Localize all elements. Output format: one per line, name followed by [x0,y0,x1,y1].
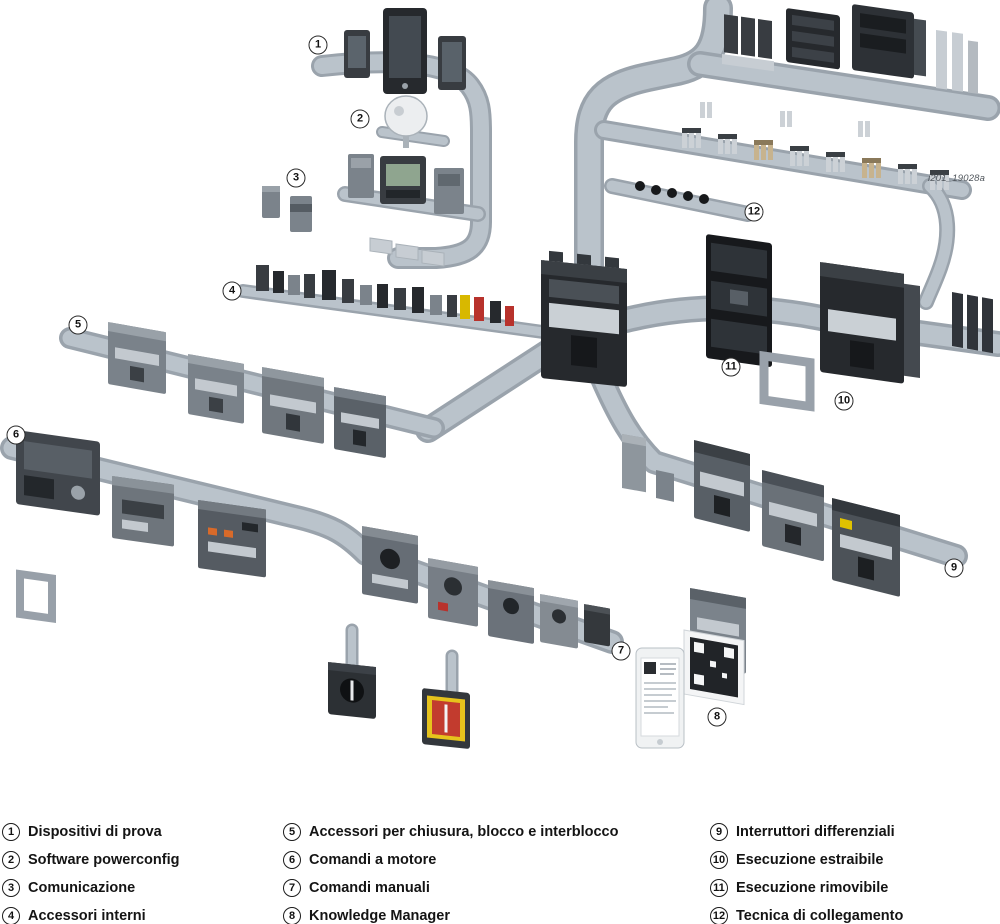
manual-operators [328,526,610,749]
communication-modules [262,154,464,267]
legend-item: 11 Esecuzione rimovibile [710,874,903,902]
legend-number-badge: 10 [710,851,728,869]
callout-8: 8 [707,707,727,727]
legend-item: 8 Knowledge Manager [283,902,618,924]
legend-number-badge: 12 [710,907,728,924]
image-code: i201_19028a [928,173,986,184]
callout-4: 4 [222,281,242,301]
legend-label: Accessori interni [28,908,146,924]
legend-item: 6 Comandi a motore [283,846,618,874]
right-end-terminals [952,292,993,354]
legend-number-badge: 6 [283,851,301,869]
legend-number-badge: 1 [2,823,20,841]
callout-3: 3 [286,168,306,188]
legend-number-badge: 7 [283,879,301,897]
legend: 1 Dispositivi di prova 2 Software powerc… [0,818,1000,924]
legend-label: Tecnica di collegamento [736,908,904,924]
legend-item: 3 Comunicazione [2,874,179,902]
residual-current-devices [622,434,900,597]
withdrawable-breaker [820,262,920,384]
callout-12: 12 [744,202,764,222]
callout-10: 10 [834,391,854,411]
legend-number-badge: 3 [2,879,20,897]
callout-7: 7 [611,641,631,661]
system-diagram [0,0,1000,749]
callout-9: 9 [944,558,964,578]
legend-number-badge: 8 [283,907,301,924]
legend-label: Comandi manuali [309,880,430,896]
motor-operators [16,430,266,624]
legend-number-badge: 2 [2,851,20,869]
legend-column-2: 5 Accessori per chiusura, blocco e inter… [283,818,618,924]
connection-blocks [722,4,978,94]
interlock-accessories [108,322,386,458]
legend-item: 5 Accessori per chiusura, blocco e inter… [283,818,618,846]
legend-label: Dispositivi di prova [28,824,162,840]
legend-label: Esecuzione estraibile [736,852,884,868]
legend-item: 9 Interruttori differenziali [710,818,903,846]
legend-number-badge: 11 [710,879,728,897]
legend-item: 1 Dispositivi di prova [2,818,179,846]
callout-6: 6 [6,425,26,445]
legend-column-3: 9 Interruttori differenziali 10 Esecuzio… [710,818,903,924]
legend-label: Interruttori differenziali [736,824,895,840]
powerconfig-device [384,95,428,148]
legend-item: 12 Tecnica di collegamento [710,902,903,924]
legend-number-badge: 5 [283,823,301,841]
legend-label: Knowledge Manager [309,908,450,924]
callout-1: 1 [308,35,328,55]
legend-label: Comandi a motore [309,852,437,868]
mounting-frame [759,350,815,412]
legend-label: Software powerconfig [28,852,180,868]
callout-2: 2 [350,109,370,129]
legend-label: Esecuzione rimovibile [736,880,889,896]
removable-breaker [706,234,772,367]
legend-column-1: 1 Dispositivi di prova 2 Software powerc… [2,818,179,924]
internal-accessories [256,265,514,326]
legend-label: Comunicazione [28,880,136,896]
legend-item: 7 Comandi manuali [283,874,618,902]
knowledge-manager [635,588,746,749]
connection-terminals [635,102,949,204]
legend-number-badge: 9 [710,823,728,841]
test-devices [344,8,466,94]
callout-5: 5 [68,315,88,335]
legend-item: 4 Accessori interni [2,902,179,924]
legend-label: Accessori per chiusura, blocco e interbl… [309,824,619,840]
legend-number-badge: 4 [2,907,20,924]
legend-item: 10 Esecuzione estraibile [710,846,903,874]
callout-11: 11 [721,357,741,377]
legend-item: 2 Software powerconfig [2,846,179,874]
main-breaker [541,250,627,387]
